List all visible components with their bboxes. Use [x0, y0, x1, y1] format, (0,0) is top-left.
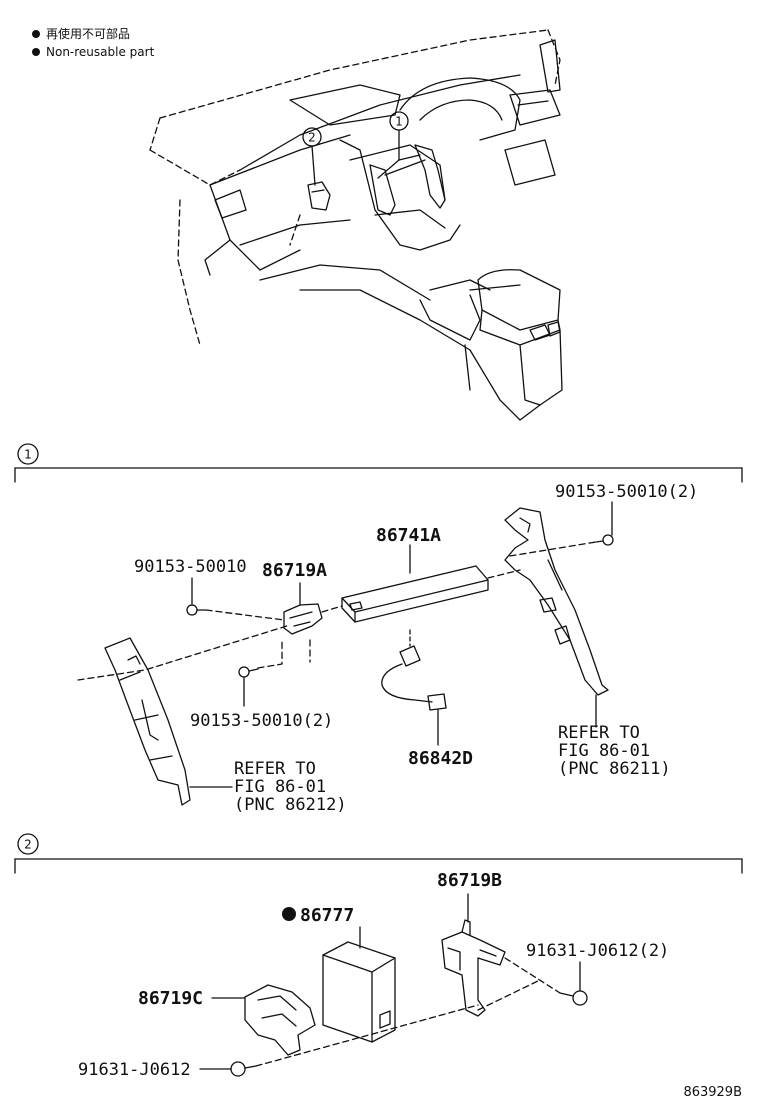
right-dash-bracket: [504, 507, 609, 728]
part-label-86719A: 86719A: [262, 560, 327, 581]
part-label-86741A: 86741A: [376, 525, 441, 546]
legend-english: Non-reusable part: [32, 44, 154, 60]
refer-left-line-1: REFER TO: [234, 759, 316, 779]
bolts-section-2: [199, 961, 588, 1077]
overview-callouts: [302, 111, 421, 186]
bracket-86719A: [283, 582, 323, 635]
part-label-91631-J0612: 91631-J0612: [78, 1060, 191, 1080]
section-2-number: 2: [24, 838, 32, 852]
module-86777: [322, 926, 396, 1043]
legend-line-1: 再使用不可部品: [46, 27, 131, 41]
part-label-86719B: 86719B: [437, 870, 502, 891]
display-unit-86741A: [341, 544, 489, 623]
refer-left-line-2: FIG 86-01: [234, 777, 326, 797]
part-label-86777: 86777: [300, 905, 354, 926]
assembly-lines-section-2: [255, 957, 561, 1067]
part-label-91631-J0612-2: 91631-J0612(2): [526, 941, 669, 961]
bullet-icon: [32, 48, 40, 56]
refer-left-line-3: (PNC 86212): [234, 795, 347, 815]
assembly-lines-section-1: [77, 541, 597, 681]
part-label-86842D: 86842D: [408, 748, 473, 769]
bullet-icon: [32, 30, 40, 38]
wire-harness-86842D: [381, 629, 447, 746]
left-dash-bracket: [104, 637, 233, 806]
part-label-86719C: 86719C: [138, 988, 203, 1009]
section-1-frame: [14, 443, 743, 483]
refer-right-line-2: FIG 86-01: [558, 741, 650, 761]
legend-japanese: 再使用不可部品: [32, 26, 130, 42]
bolts-section-1: [186, 501, 614, 707]
bracket-86719C: [211, 984, 316, 1056]
section-1-number: 1: [24, 448, 32, 462]
refer-right-line-1: REFER TO: [558, 723, 640, 743]
bracket-86719B: [441, 893, 506, 1017]
overview-callout-1: 1: [395, 115, 403, 129]
legend-line-2: Non-reusable part: [46, 45, 155, 59]
part-label-90153-50010-2-bottom: 90153-50010(2): [190, 711, 333, 731]
figure-code: 863929B: [683, 1085, 742, 1100]
part-label-90153-50010: 90153-50010: [134, 557, 247, 577]
section-2-frame: [14, 833, 743, 874]
refer-right-line-3: (PNC 86211): [558, 759, 671, 779]
part-label-90153-50010-2-right: 90153-50010(2): [555, 482, 698, 502]
dashboard-overview-drawing: [149, 29, 563, 421]
non-reusable-bullet-icon: [282, 907, 296, 921]
overview-callout-2: 2: [308, 131, 316, 145]
